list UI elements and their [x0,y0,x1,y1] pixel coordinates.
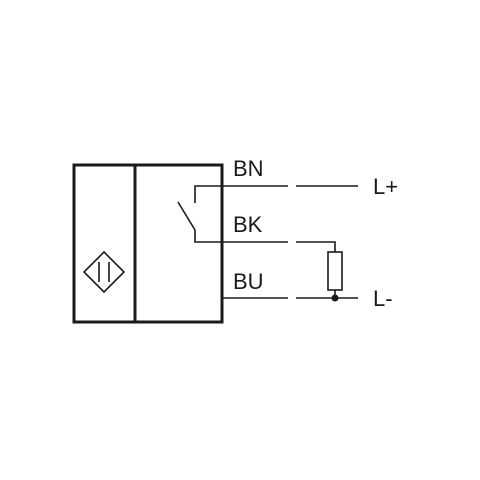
bk-internal-wire [194,230,288,243]
label-bu: BU [233,269,264,294]
switch-contact [177,185,288,243]
label-bk: BK [233,212,263,237]
switch-blade [177,201,196,231]
label-bn: BN [233,156,264,181]
sensor-housing [72,163,224,324]
load-resistor [296,241,343,302]
inductive-sensor-icon [82,250,126,294]
bn-internal-wire [194,185,288,203]
label-l-minus: L- [373,286,393,311]
label-l-plus: L+ [373,174,398,199]
junction-dot [331,294,339,302]
resistor-body [327,251,343,291]
housing-outline [72,163,224,324]
